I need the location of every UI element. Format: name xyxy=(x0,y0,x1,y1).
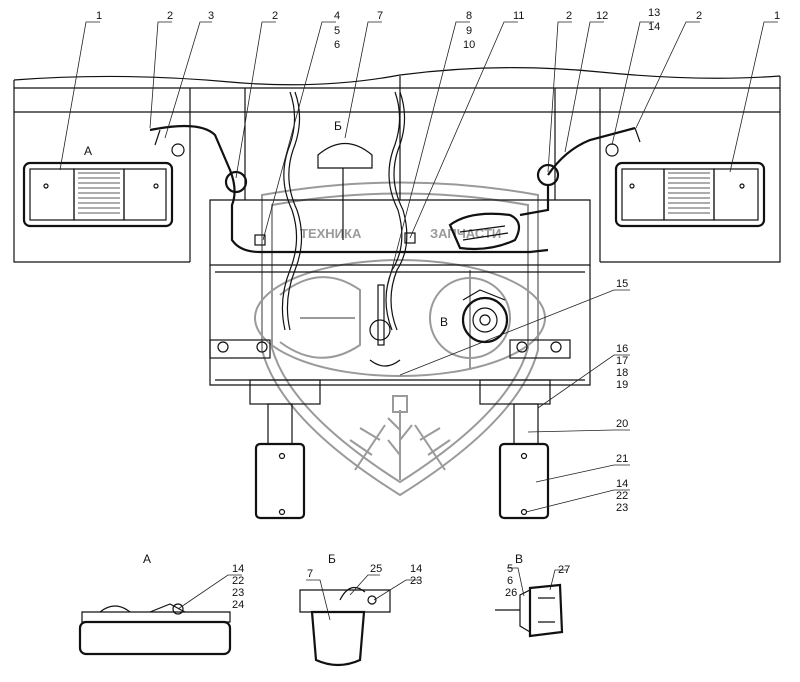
detail-a-24: 24 xyxy=(232,599,244,611)
detail-b-7: 7 xyxy=(307,568,313,580)
detail-b-23: 23 xyxy=(410,575,422,587)
top-callout-leaders xyxy=(59,21,778,293)
watermark-text-left: ТЕХНИКА xyxy=(300,226,362,241)
callout-2-d: 2 xyxy=(696,10,702,22)
callout-5: 5 xyxy=(334,25,340,37)
callout-17: 17 xyxy=(616,355,628,367)
detail-v-26: 26 xyxy=(505,587,517,599)
callout-1-right: 1 xyxy=(774,10,780,22)
callout-20: 20 xyxy=(616,418,628,430)
top-callout-labels: 1 2 3 2 4 5 6 7 8 9 10 11 2 12 13 14 2 1 xyxy=(96,7,780,51)
detail-v-title: В xyxy=(515,552,523,566)
vehicle-rear-body xyxy=(13,67,781,386)
callout-8: 8 xyxy=(466,10,472,22)
callout-9: 9 xyxy=(466,25,472,37)
callout-22-right: 22 xyxy=(616,490,628,502)
wiring-harness xyxy=(149,91,641,331)
detail-view-v: В 5 6 26 27 xyxy=(495,552,570,638)
watermark-shield: ТЕХНИКА ЗАПЧАСТИ xyxy=(254,181,546,497)
callout-19: 19 xyxy=(616,379,628,391)
detail-b-14: 14 xyxy=(410,563,422,575)
view-mark-a: А xyxy=(84,144,92,158)
view-mark-b: Б xyxy=(334,119,342,133)
callout-2-c: 2 xyxy=(566,10,572,22)
detail-v-6: 6 xyxy=(507,575,513,587)
right-callout-leaders xyxy=(399,289,630,513)
right-mudflap xyxy=(479,379,551,520)
detail-view-a: А 14 22 23 24 xyxy=(78,552,244,656)
detail-a-22: 22 xyxy=(232,575,244,587)
callout-7: 7 xyxy=(377,10,383,22)
detail-v-27: 27 xyxy=(558,564,570,576)
centre-connector-assembly xyxy=(217,284,562,367)
callout-21: 21 xyxy=(616,453,628,465)
callout-13: 13 xyxy=(648,7,660,19)
callout-14-right: 14 xyxy=(616,478,628,490)
callout-2-b: 2 xyxy=(272,10,278,22)
right-callout-labels: 15 16 17 18 19 20 21 14 22 23 xyxy=(616,278,628,514)
callout-10: 10 xyxy=(463,39,475,51)
left-rear-lamp xyxy=(22,161,174,228)
detail-a-title: А xyxy=(143,552,151,566)
detail-b-25: 25 xyxy=(370,563,382,575)
view-mark-v: В xyxy=(440,315,448,329)
callout-4: 4 xyxy=(334,10,340,22)
detail-a-23: 23 xyxy=(232,587,244,599)
callout-23-right: 23 xyxy=(616,502,628,514)
callout-14-top: 14 xyxy=(648,21,660,33)
callout-12: 12 xyxy=(596,10,608,22)
callout-2-a: 2 xyxy=(167,10,173,22)
callout-18: 18 xyxy=(616,367,628,379)
detail-view-b: Б 7 25 14 23 xyxy=(299,552,422,667)
right-rear-lamp xyxy=(614,161,766,228)
watermark-logo xyxy=(254,259,546,480)
callout-6: 6 xyxy=(334,39,340,51)
left-mudflap xyxy=(249,379,321,520)
callout-16: 16 xyxy=(616,343,628,355)
detail-a-14: 14 xyxy=(232,563,244,575)
callout-11: 11 xyxy=(513,10,524,22)
callout-1-left: 1 xyxy=(96,10,102,22)
callout-15: 15 xyxy=(616,278,628,290)
callout-3: 3 xyxy=(208,10,214,22)
detail-b-title: Б xyxy=(328,552,336,566)
detail-v-5: 5 xyxy=(507,563,513,575)
